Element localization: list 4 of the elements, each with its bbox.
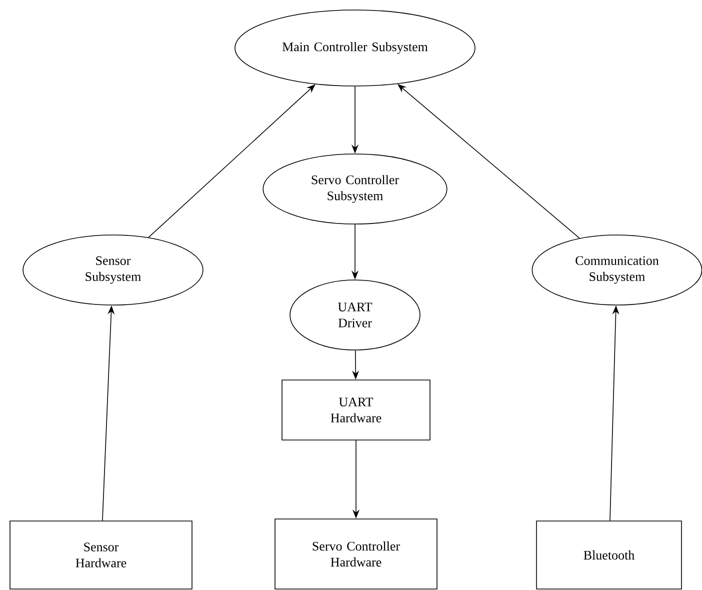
hardware-box: Servo Controller Hardware (274, 518, 438, 590)
hardware-box: Bluetooth (536, 520, 682, 590)
hardware-box: UART Hardware (282, 380, 430, 440)
hardware-box: Sensor Hardware (10, 520, 192, 590)
